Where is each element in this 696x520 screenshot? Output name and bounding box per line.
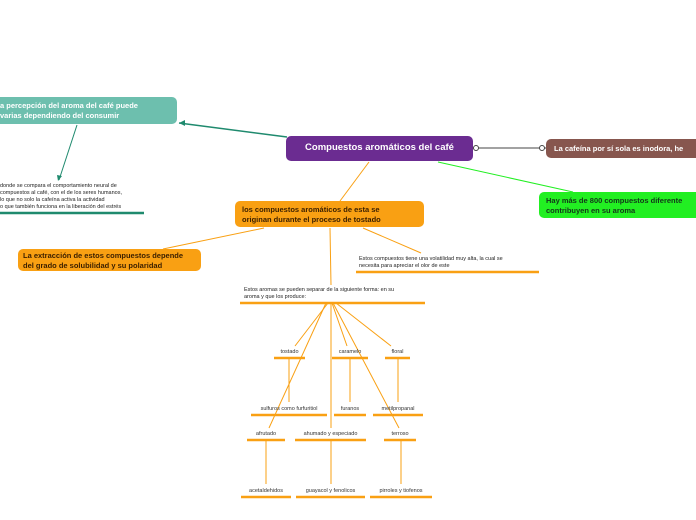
leaf-sulfuros[interactable]: sulfuros como furfuritiol [260, 406, 318, 412]
leaf-pirroles[interactable]: pirroles y tiofenos [379, 488, 423, 494]
note-neural-line-2: compuestos al café, con el de los seres … [0, 190, 122, 196]
link-central-green [437, 161, 574, 193]
arrowhead-teal [179, 120, 185, 126]
note-neural-line-3: lo que no solo la cafeína activa la acti… [0, 197, 105, 203]
link-teal-note [58, 124, 78, 181]
topic-800-line-1: Hay más de 800 compuestos diferente [546, 196, 683, 205]
note-separation-line-2: aroma y que los produce: [244, 294, 307, 300]
leaf-afrutado[interactable]: afrutado [255, 431, 277, 437]
topic-800-line-2: contribuyen en su aroma [546, 206, 636, 215]
leaf-guayacol[interactable]: guayacol y fenolicos [305, 488, 356, 494]
topic-extraction-solubility[interactable]: La extracción de estos compuestos depend… [18, 249, 201, 271]
link-dot-right [539, 145, 545, 151]
link-main-extraction [162, 227, 265, 250]
leaf-metilpropanal[interactable]: metilpropanal [381, 406, 415, 412]
topic-caffeine-label: La cafeína por sí sola es inodora, he [554, 144, 684, 153]
central-topic[interactable]: Compuestos aromáticos del café [286, 136, 473, 161]
leaf-caramelo[interactable]: caramelo [338, 349, 362, 355]
topic-extraction-line-2: del grado de solubilidad y su polaridad [23, 261, 163, 270]
arrowhead-note [57, 175, 62, 181]
note-volatility[interactable]: Estos compuestos tiene una volatilidad m… [359, 256, 539, 270]
topic-roasting-origin[interactable]: los compuestos aromáticos de esta se ori… [235, 201, 424, 227]
topic-roasting-line-1: los compuestos aromáticos de esta se [242, 205, 380, 214]
link-main-volatility [362, 227, 422, 254]
leaf-floral[interactable]: floral [391, 349, 404, 355]
note-neural-line-4: o que también funciona en la liberación … [0, 204, 122, 210]
note-volatility-line-1: Estos compuestos tiene una volatilidad m… [359, 256, 503, 262]
leaf-ahumado[interactable]: ahumado y especiado [303, 431, 358, 437]
topic-extraction-line-1: La extracción de estos compuestos depend… [23, 251, 184, 260]
note-separation-line-1: Estos aromas se pueden separar de la sig… [244, 287, 395, 293]
topic-aroma-perception-line-1: a percepción del aroma del café puede [0, 101, 138, 110]
link-central-teal [178, 122, 288, 138]
leaf-tostado[interactable]: tostado [280, 349, 299, 355]
topic-800-compounds[interactable]: Hay más de 800 compuestos diferente cont… [539, 192, 696, 218]
topic-roasting-line-2: originan durante el proceso de tostado [242, 215, 381, 224]
note-volatility-line-2: necesita para apreciar el olor de este [359, 263, 450, 269]
link-main-separation [329, 227, 332, 286]
note-neural-comparison[interactable]: donde se compara el comportamiento neura… [0, 183, 144, 211]
topic-aroma-perception-line-2: varias dependiendo del consumir [0, 111, 120, 120]
topic-aroma-perception[interactable]: a percepción del aroma del café puede va… [0, 97, 177, 124]
link-central-orange [339, 161, 370, 202]
note-neural-line-1: donde se compara el comportamiento neura… [0, 183, 117, 189]
note-separation[interactable]: Estos aromas se pueden separar de la sig… [244, 287, 425, 301]
leaf-acetaldehidos[interactable]: acetaldehidos [249, 488, 283, 494]
link-dot-left [473, 145, 479, 151]
leaf-furanos[interactable]: furanos [340, 406, 360, 412]
central-topic-label: Compuestos aromáticos del café [305, 142, 454, 153]
topic-caffeine-odorless[interactable]: La cafeína por sí sola es inodora, he [546, 139, 696, 158]
leaf-terroso[interactable]: terroso [391, 431, 409, 437]
